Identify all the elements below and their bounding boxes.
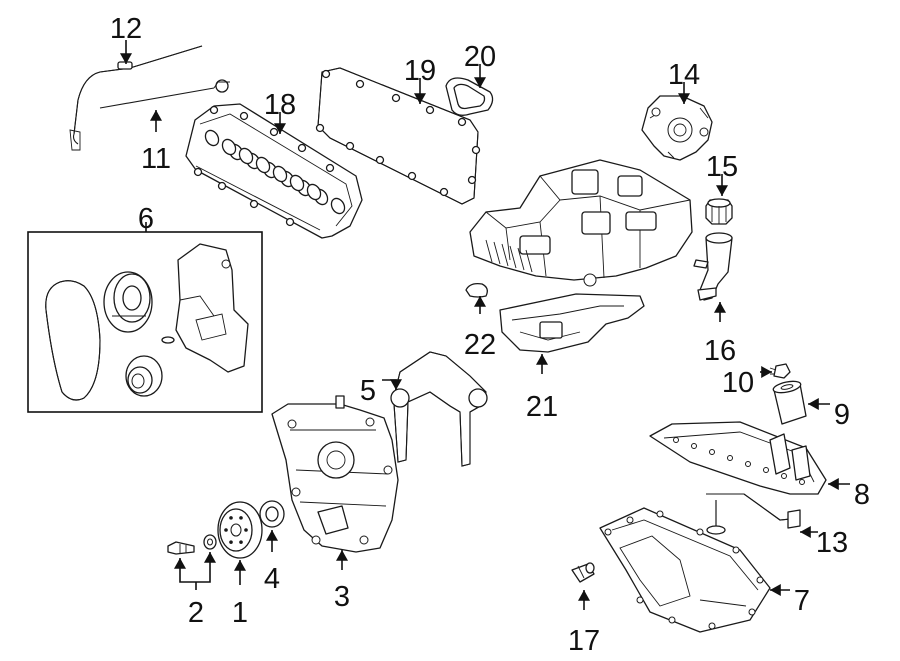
leader-arrowhead bbox=[204, 552, 216, 563]
bolt-and-washer-part bbox=[167, 534, 217, 555]
callout-15: 15 bbox=[706, 151, 738, 183]
callout-8: 8 bbox=[854, 479, 870, 511]
leader-arrowhead bbox=[828, 478, 839, 490]
callout-11: 11 bbox=[141, 143, 171, 175]
callout-22: 22 bbox=[464, 329, 496, 361]
timing-cover-gasket-part bbox=[390, 351, 488, 467]
callout-7: 7 bbox=[794, 585, 810, 617]
oil-filter-part bbox=[772, 380, 807, 425]
small-seal-part bbox=[465, 282, 488, 298]
oil-pan-part bbox=[599, 507, 771, 633]
callout-19: 19 bbox=[404, 55, 436, 87]
crank-pulley-part bbox=[217, 501, 263, 559]
callout-20: 20 bbox=[464, 41, 496, 73]
callout-17: 17 bbox=[568, 625, 600, 657]
windage-tray-part bbox=[649, 421, 827, 495]
leader-arrowhead bbox=[174, 558, 186, 569]
leader-arrowhead bbox=[578, 590, 590, 601]
timing-kit-inset bbox=[27, 231, 263, 413]
oil-filler-tube-part bbox=[693, 232, 733, 301]
leader-arrowhead bbox=[714, 302, 726, 313]
leader-arrowhead bbox=[274, 123, 286, 134]
leader-arrowhead bbox=[390, 379, 402, 390]
leader-arrowhead bbox=[266, 530, 278, 541]
valve-cover-gasket-part bbox=[315, 67, 481, 205]
leader-arrowhead bbox=[120, 53, 132, 64]
callout-16: 16 bbox=[704, 335, 736, 367]
callout-6: 6 bbox=[138, 203, 154, 235]
callout-2: 2 bbox=[188, 597, 204, 629]
leader-arrowhead bbox=[336, 550, 348, 561]
callout-5: 5 bbox=[360, 375, 376, 407]
callout-4: 4 bbox=[264, 563, 280, 595]
callout-21: 21 bbox=[526, 391, 558, 423]
dipstick-part bbox=[99, 79, 230, 109]
callout-9: 9 bbox=[834, 399, 850, 431]
callout-18: 18 bbox=[264, 89, 296, 121]
leader-arrowhead bbox=[474, 296, 486, 307]
dipstick-tube-part bbox=[69, 45, 203, 151]
leader-arrowhead bbox=[536, 354, 548, 365]
oil-pan-upper-part bbox=[499, 293, 645, 353]
leader-arrowhead bbox=[234, 560, 246, 571]
leader-arrowhead bbox=[716, 185, 728, 196]
drain-plug-part bbox=[571, 562, 595, 583]
oil-cap-part bbox=[705, 198, 733, 225]
leader-arrowhead bbox=[808, 398, 819, 410]
callout-10: 10 bbox=[722, 367, 754, 399]
oil-pickup-tube-part bbox=[706, 493, 801, 535]
front-seal-part bbox=[259, 500, 285, 528]
callout-14: 14 bbox=[668, 59, 700, 91]
callout-1: 1 bbox=[232, 597, 248, 629]
oil-pressure-sender-part bbox=[769, 363, 791, 379]
callout-13: 13 bbox=[816, 527, 848, 559]
valve-cover-part bbox=[185, 103, 363, 239]
timing-cover-part bbox=[271, 395, 399, 553]
leader-arrowhead bbox=[150, 110, 162, 121]
engine-block-part bbox=[469, 159, 693, 287]
leader-arrowhead bbox=[474, 77, 486, 88]
callout-3: 3 bbox=[334, 581, 350, 613]
leader-arrowhead bbox=[770, 584, 781, 596]
water-pump-part bbox=[641, 95, 713, 161]
leader-arrowhead bbox=[761, 366, 772, 378]
leader-arrowhead bbox=[678, 93, 690, 104]
leader-arrowhead bbox=[800, 526, 811, 538]
leader-lines bbox=[120, 40, 850, 610]
leader-arrowhead bbox=[414, 93, 426, 104]
callout-12: 12 bbox=[110, 13, 142, 45]
small-gasket-part bbox=[445, 77, 494, 116]
leader-line-2 bbox=[179, 552, 211, 583]
